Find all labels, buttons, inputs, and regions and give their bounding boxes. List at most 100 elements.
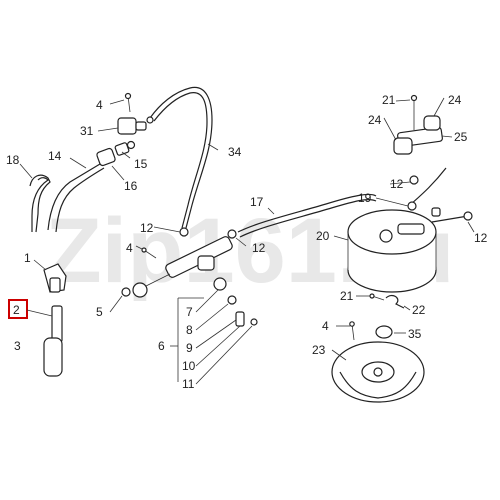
- part-12-oring-c: [409, 175, 419, 185]
- label-16[interactable]: 16: [124, 179, 138, 193]
- part-31-valve: [117, 117, 137, 135]
- hose-14: [47, 163, 101, 231]
- hose-18: [29, 174, 51, 233]
- label-15[interactable]: 15: [134, 157, 148, 171]
- leader-8: [195, 303, 229, 331]
- label-22[interactable]: 22: [412, 303, 426, 317]
- leader-15: [121, 151, 131, 159]
- part-22-clip: [385, 294, 405, 309]
- label-3[interactable]: 3: [14, 339, 21, 353]
- leader-1: [33, 259, 47, 271]
- hose-18-inner: [31, 177, 49, 232]
- part-12-oring-a: [179, 227, 189, 237]
- label-4-middle[interactable]: 4: [126, 241, 133, 255]
- highlight-box-part-2: [8, 299, 28, 319]
- part-9-spring: [235, 311, 245, 327]
- label-7[interactable]: 7: [186, 305, 193, 319]
- part-20-pin: [431, 207, 441, 217]
- label-24-right[interactable]: 24: [448, 93, 462, 107]
- label-35[interactable]: 35: [408, 327, 422, 341]
- part-6-shaft: [145, 273, 171, 287]
- leader-22: [403, 305, 411, 311]
- label-21-lower[interactable]: 21: [340, 289, 354, 303]
- part-12-oring-b: [227, 229, 237, 239]
- part-6-wheel: [132, 282, 148, 298]
- part-31-nut: [146, 116, 154, 124]
- label-17[interactable]: 17: [250, 195, 264, 209]
- part-1-neck: [49, 277, 61, 293]
- label-19[interactable]: 19: [358, 191, 372, 205]
- leader-20: [333, 235, 349, 241]
- label-9[interactable]: 9: [186, 341, 193, 355]
- label-4-lower[interactable]: 4: [322, 319, 329, 333]
- label-10[interactable]: 10: [182, 359, 196, 373]
- leader-4a: [109, 99, 125, 105]
- leader-9: [195, 319, 237, 349]
- part-31-stem: [135, 121, 147, 131]
- part-7-cap: [213, 277, 227, 291]
- label-34[interactable]: 34: [228, 145, 242, 159]
- label-14[interactable]: 14: [48, 149, 62, 163]
- label-23[interactable]: 23: [312, 343, 326, 357]
- leader-23: [331, 349, 347, 361]
- leader-21a: [395, 99, 411, 102]
- leader-12d: [467, 221, 475, 233]
- part-8-ring: [227, 295, 237, 305]
- leader-34: [207, 143, 219, 151]
- leader-16: [111, 165, 125, 181]
- leader-12b: [235, 237, 247, 247]
- part-20-port: [379, 229, 393, 243]
- label-24-left[interactable]: 24: [368, 113, 382, 127]
- leader-12a: [153, 226, 181, 233]
- part-6-manifold-port: [197, 255, 215, 271]
- leader-31: [97, 127, 119, 132]
- tube-17-inner: [239, 198, 377, 238]
- label-1[interactable]: 1: [24, 251, 31, 265]
- label-4-top[interactable]: 4: [96, 98, 103, 112]
- part-2-tube: [51, 305, 63, 343]
- part-35-cap: [375, 325, 393, 339]
- label-8[interactable]: 8: [186, 323, 193, 337]
- label-12-c[interactable]: 12: [390, 177, 404, 191]
- part-12-oring-d: [463, 211, 473, 221]
- tube-17: [237, 193, 377, 233]
- label-5[interactable]: 5: [96, 305, 103, 319]
- leader-24b: [383, 117, 397, 141]
- label-6[interactable]: 6: [158, 339, 165, 353]
- label-25[interactable]: 25: [454, 130, 468, 144]
- label-12-b[interactable]: 12: [252, 241, 266, 255]
- part-23-notch: [339, 371, 417, 399]
- part-24-switch-a: [393, 137, 413, 155]
- leader-12c: [389, 181, 411, 185]
- screw-4-middle-head: [141, 247, 147, 253]
- label-18[interactable]: 18: [6, 153, 20, 167]
- leader-11: [195, 325, 253, 385]
- leader-24a: [433, 97, 445, 117]
- label-11[interactable]: 11: [182, 377, 195, 391]
- leader-18: [19, 163, 33, 179]
- part-16-fitting: [96, 147, 116, 167]
- part-19-ring: [407, 201, 417, 211]
- label-20[interactable]: 20: [316, 229, 330, 243]
- leader-4b: [135, 245, 143, 250]
- label-2[interactable]: 2: [13, 303, 20, 317]
- label-12-a[interactable]: 12: [140, 221, 154, 235]
- leader-5: [109, 295, 123, 313]
- hose-14-inner: [55, 167, 105, 233]
- screw-21-top-head: [410, 94, 418, 102]
- part-20-bracket: [397, 223, 425, 235]
- leader-2: [26, 309, 53, 317]
- leader-19: [375, 197, 409, 207]
- part-3-cylinder: [43, 337, 63, 377]
- leader-25: [441, 135, 453, 138]
- leader-10: [195, 325, 241, 367]
- label-21-top[interactable]: 21: [382, 93, 396, 107]
- screw-4-top-head: [124, 92, 132, 100]
- tube-34: [149, 86, 213, 229]
- label-12-d[interactable]: 12: [474, 231, 488, 245]
- label-31[interactable]: 31: [80, 124, 94, 138]
- part-15-ring: [126, 140, 136, 150]
- leader-14: [69, 157, 87, 169]
- part-11-ball: [250, 318, 258, 326]
